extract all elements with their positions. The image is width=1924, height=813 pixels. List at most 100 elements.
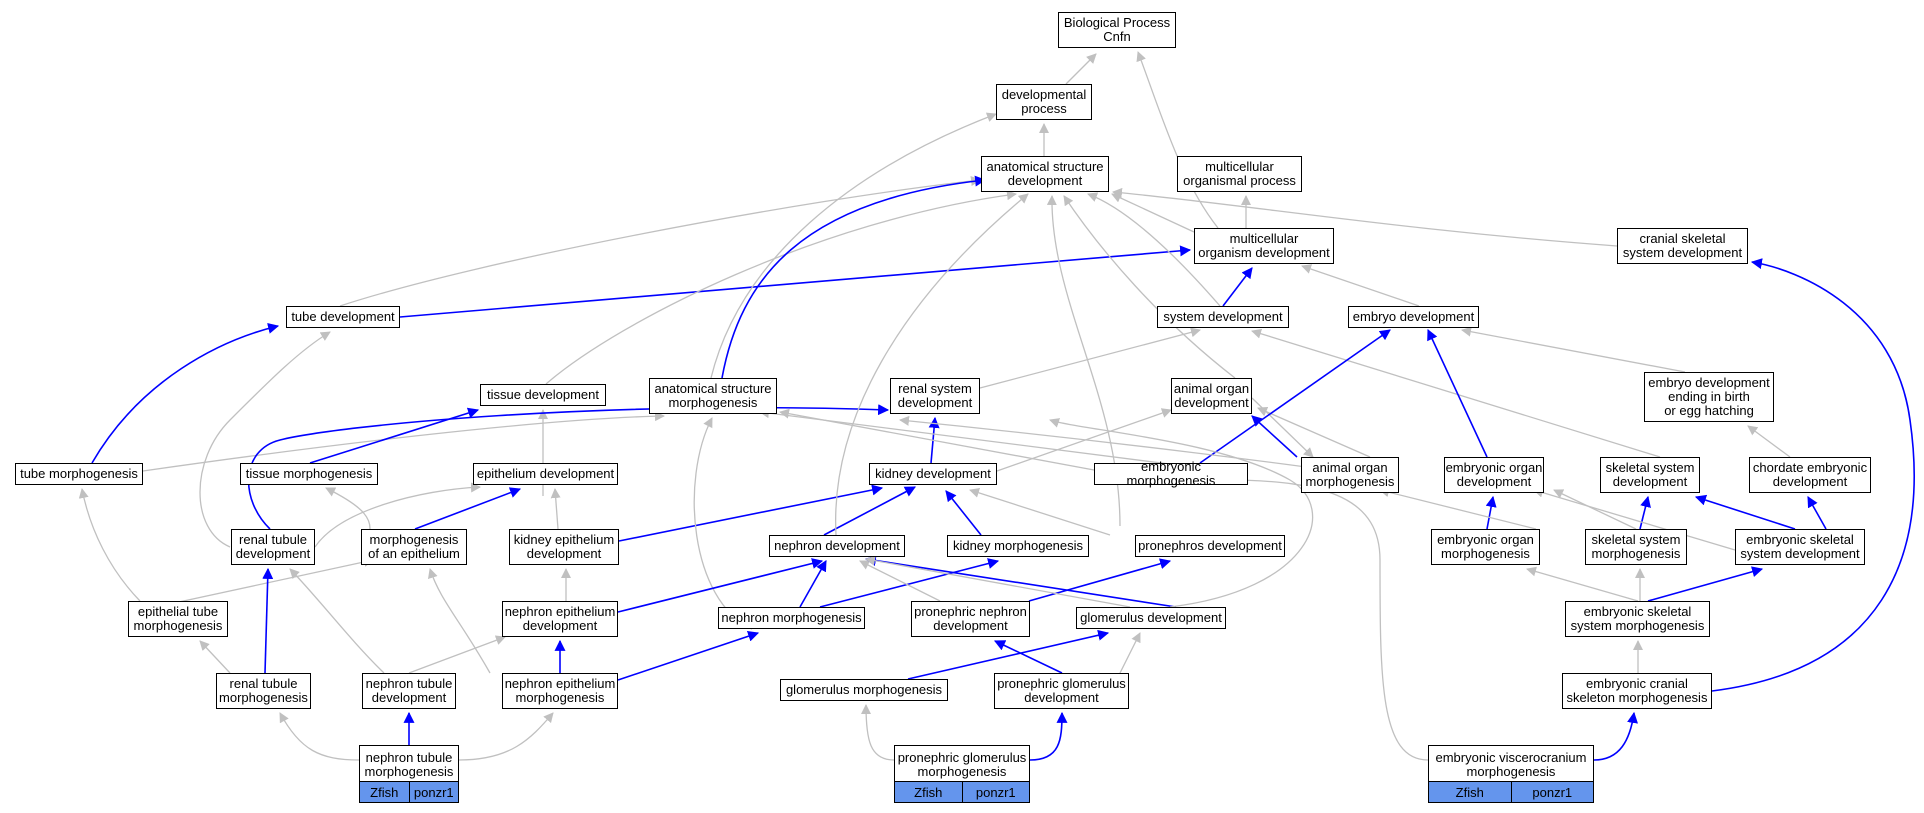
part-of-edge	[721, 175, 987, 379]
node-nephron-epithelium-development[interactable]: nephron epithelium development	[502, 601, 618, 637]
annotated-node-embryonic-viscerocranium-morphogenesis[interactable]: embryonic viscerocranium morphogenesis Z…	[1428, 745, 1594, 803]
part-of-edge	[617, 558, 824, 613]
is-a-edge	[1111, 193, 1195, 233]
is-a-edge	[550, 488, 561, 530]
node-kidney-morphogenesis[interactable]: kidney morphogenesis	[947, 535, 1089, 557]
is-a-edge	[1301, 264, 1420, 307]
is-a-edge	[1224, 475, 1429, 761]
node-anatomical-structure-morphogenesis[interactable]: anatomical structure morphogenesis	[649, 378, 777, 414]
node-nephron-development[interactable]: nephron development	[769, 535, 905, 557]
node-tissue-development[interactable]: tissue development	[480, 384, 606, 406]
is-a-edge	[1063, 195, 1236, 379]
part-of-edge	[1639, 495, 1651, 530]
node-nephron-morphogenesis[interactable]: nephron morphogenesis	[718, 607, 865, 629]
node-embryonic-cranial-skeleton-morphogenesis[interactable]: embryonic cranial skeleton morphogenesis	[1562, 673, 1712, 709]
part-of-edge	[91, 322, 280, 464]
node-kidney-development[interactable]: kidney development	[869, 463, 997, 485]
part-of-edge	[994, 640, 1063, 674]
part-of-edge	[1427, 329, 1488, 458]
node-tissue-morphogenesis[interactable]: tissue morphogenesis	[240, 463, 378, 485]
node-system-development[interactable]: system development	[1157, 306, 1289, 328]
is-a-edge	[1526, 566, 1639, 602]
part-of-edge	[1807, 496, 1827, 530]
node-embryonic-skeletal-system-development[interactable]: embryonic skeletal system development	[1735, 529, 1865, 565]
node-biological-process[interactable]: Biological Process Cnfn	[1058, 12, 1176, 48]
part-of-edge	[819, 558, 1000, 608]
is-a-edge	[835, 193, 1029, 536]
node-embryonic-organ-development[interactable]: embryonic organ development	[1444, 457, 1544, 493]
part-of-edge	[1593, 711, 1638, 761]
is-a-edge	[979, 327, 1201, 389]
annotation-row: Zfish ponzr1	[360, 781, 458, 802]
node-embryo-development-ending-in-birth[interactable]: embryo development ending in birth or eg…	[1644, 372, 1774, 422]
node-morphogenesis-of-an-epithelium[interactable]: morphogenesis of an epithelium	[361, 529, 467, 565]
is-a-edge	[428, 568, 491, 674]
node-nephron-tubule-development[interactable]: nephron tubule development	[362, 673, 456, 709]
node-glomerulus-development[interactable]: glomerulus development	[1076, 607, 1226, 629]
is-a-edge	[545, 190, 1017, 385]
node-kidney-epithelium-development[interactable]: kidney epithelium development	[509, 529, 619, 565]
part-of-edge	[1485, 495, 1497, 530]
is-a-edge	[1049, 418, 1314, 608]
gene-cell[interactable]: ponzr1	[408, 782, 458, 802]
node-label: embryonic viscerocranium morphogenesis	[1435, 750, 1587, 779]
species-cell[interactable]: Zfish	[895, 782, 962, 802]
is-a-edge	[339, 176, 981, 307]
node-chordate-embryonic-development[interactable]: chordate embryonic development	[1749, 457, 1871, 493]
is-a-edge	[1461, 326, 1686, 373]
is-a-edge	[710, 112, 997, 379]
node-embryonic-organ-morphogenesis[interactable]: embryonic organ morphogenesis	[1431, 529, 1540, 565]
node-animal-organ-development[interactable]: animal organ development	[1171, 378, 1252, 414]
is-a-edge	[1533, 487, 1736, 551]
is-a-edge	[199, 331, 331, 548]
node-epithelial-tube-morphogenesis[interactable]: epithelial tube morphogenesis	[128, 601, 228, 637]
part-of-edge	[1028, 558, 1172, 602]
node-label: nephron tubule morphogenesis	[364, 750, 454, 779]
node-embryonic-skeletal-system-morphogenesis[interactable]: embryonic skeletal system morphogenesis	[1565, 601, 1710, 637]
species-cell[interactable]: Zfish	[1429, 782, 1511, 802]
node-tube-morphogenesis[interactable]: tube morphogenesis	[15, 463, 143, 485]
is-a-edge	[458, 712, 554, 761]
part-of-edge	[617, 630, 760, 681]
node-skeletal-system-development[interactable]: skeletal system development	[1600, 457, 1700, 493]
is-a-edge	[199, 640, 231, 674]
part-of-edge	[1199, 329, 1391, 464]
node-skeletal-system-morphogenesis[interactable]: skeletal system morphogenesis	[1585, 529, 1687, 565]
node-developmental-process[interactable]: developmental process	[996, 84, 1092, 120]
is-a-edge	[1747, 425, 1791, 458]
node-renal-tubule-development[interactable]: renal tubule development	[231, 529, 315, 565]
part-of-edge	[945, 490, 982, 536]
node-pronephros-development[interactable]: pronephros development	[1135, 535, 1285, 557]
node-animal-organ-morphogenesis[interactable]: animal organ morphogenesis	[1301, 457, 1399, 493]
node-pronephric-nephron-development[interactable]: pronephric nephron development	[911, 601, 1030, 637]
is-a-edge	[289, 568, 385, 674]
node-glomerulus-morphogenesis[interactable]: glomerulus morphogenesis	[780, 679, 948, 701]
species-cell[interactable]: Zfish	[360, 782, 409, 802]
node-embryo-development[interactable]: embryo development	[1348, 306, 1479, 328]
node-embryonic-morphogenesis[interactable]: embryonic morphogenesis	[1094, 460, 1248, 488]
part-of-edge	[262, 567, 274, 674]
is-a-edge	[1112, 187, 1618, 247]
is-a-edge	[996, 408, 1172, 472]
node-anatomical-structure-development[interactable]: anatomical structure development	[981, 156, 1109, 192]
part-of-edge	[907, 629, 1110, 680]
node-renal-system-development[interactable]: renal system development	[890, 378, 980, 414]
node-multicellular-organismal-process[interactable]: multicellular organismal process	[1177, 156, 1302, 192]
node-label: pronephric glomerulus morphogenesis	[897, 750, 1027, 779]
is-a-edge	[314, 482, 481, 548]
node-cranial-skeletal-system-development[interactable]: cranial skeletal system development	[1617, 228, 1748, 264]
node-pronephric-glomerulus-development[interactable]: pronephric glomerulus development	[994, 673, 1129, 709]
node-renal-tubule-morphogenesis[interactable]: renal tubule morphogenesis	[216, 673, 311, 709]
annotated-node-nephron-tubule-morphogenesis[interactable]: nephron tubule morphogenesis Zfish ponzr…	[359, 745, 459, 803]
node-multicellular-organism-development[interactable]: multicellular organism development	[1194, 228, 1334, 264]
node-tube-development[interactable]: tube development	[286, 306, 400, 328]
gene-cell[interactable]: ponzr1	[961, 782, 1029, 802]
is-a-edge	[408, 635, 506, 674]
gene-cell[interactable]: ponzr1	[1510, 782, 1593, 802]
node-nephron-epithelium-morphogenesis[interactable]: nephron epithelium morphogenesis	[502, 673, 618, 709]
annotated-node-pronephric-glomerulus-morphogenesis[interactable]: pronephric glomerulus morphogenesis Zfis…	[894, 745, 1030, 803]
part-of-edge	[823, 486, 916, 536]
node-epithelium-development[interactable]: epithelium development	[473, 463, 618, 485]
part-of-edge	[1222, 267, 1253, 307]
is-a-edge	[859, 560, 941, 602]
